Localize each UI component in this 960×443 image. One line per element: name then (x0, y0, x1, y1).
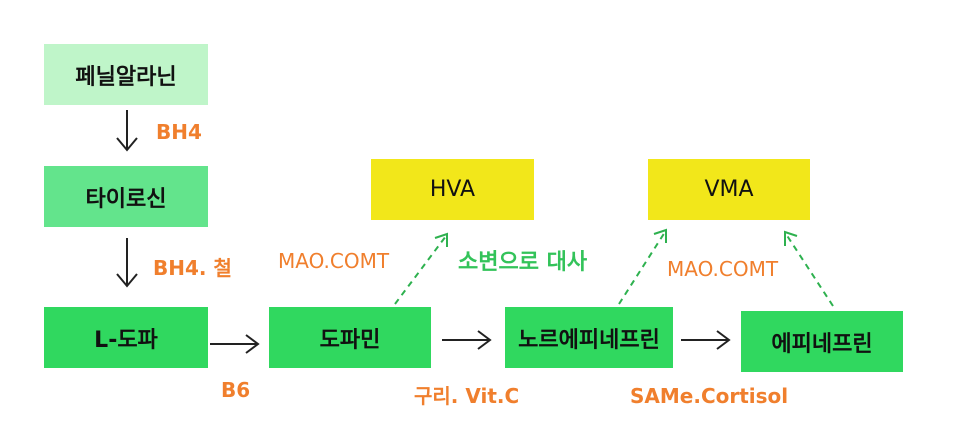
node-phenylalanine: 페닐알라닌 (44, 44, 208, 105)
arrow-epinephrine-to-vma (784, 230, 834, 307)
label-same-cortisol: SAMe.Cortisol (630, 384, 789, 408)
label-b6: B6 (221, 378, 251, 402)
arrow-dopamine-to-norepinephrine (442, 330, 492, 350)
arrow-norepinephrine-to-epinephrine (681, 330, 731, 350)
label-mao-comt-left: MAO.COMT (278, 249, 390, 273)
label-bh4: BH4 (156, 120, 202, 144)
arrow-phenylalanine-to-tyrosine (116, 110, 138, 152)
label-fecal-excretion: 소변으로 대사 (458, 250, 588, 275)
node-epinephrine: 에피네프린 (741, 311, 903, 372)
node-tyrosine: 타이로신 (44, 166, 208, 227)
arrow-dopamine-to-hva (394, 232, 448, 305)
label-copper-vitc: 구리. Vit.C (414, 384, 520, 408)
node-vma: VMA (648, 159, 810, 220)
node-hva: HVA (371, 159, 534, 220)
label-mao-comt-right: MAO.COMT (667, 257, 779, 281)
arrow-ldopa-to-dopamine (210, 334, 260, 354)
node-l-dopa: L-도파 (44, 307, 208, 368)
node-dopamine: 도파민 (269, 307, 431, 368)
arrow-tyrosine-to-ldopa (116, 238, 138, 288)
node-norepinephrine: 노르에피네프린 (505, 307, 673, 368)
arrow-norepinephrine-to-vma (618, 228, 667, 305)
label-bh4-iron: BH4. 철 (153, 256, 232, 280)
